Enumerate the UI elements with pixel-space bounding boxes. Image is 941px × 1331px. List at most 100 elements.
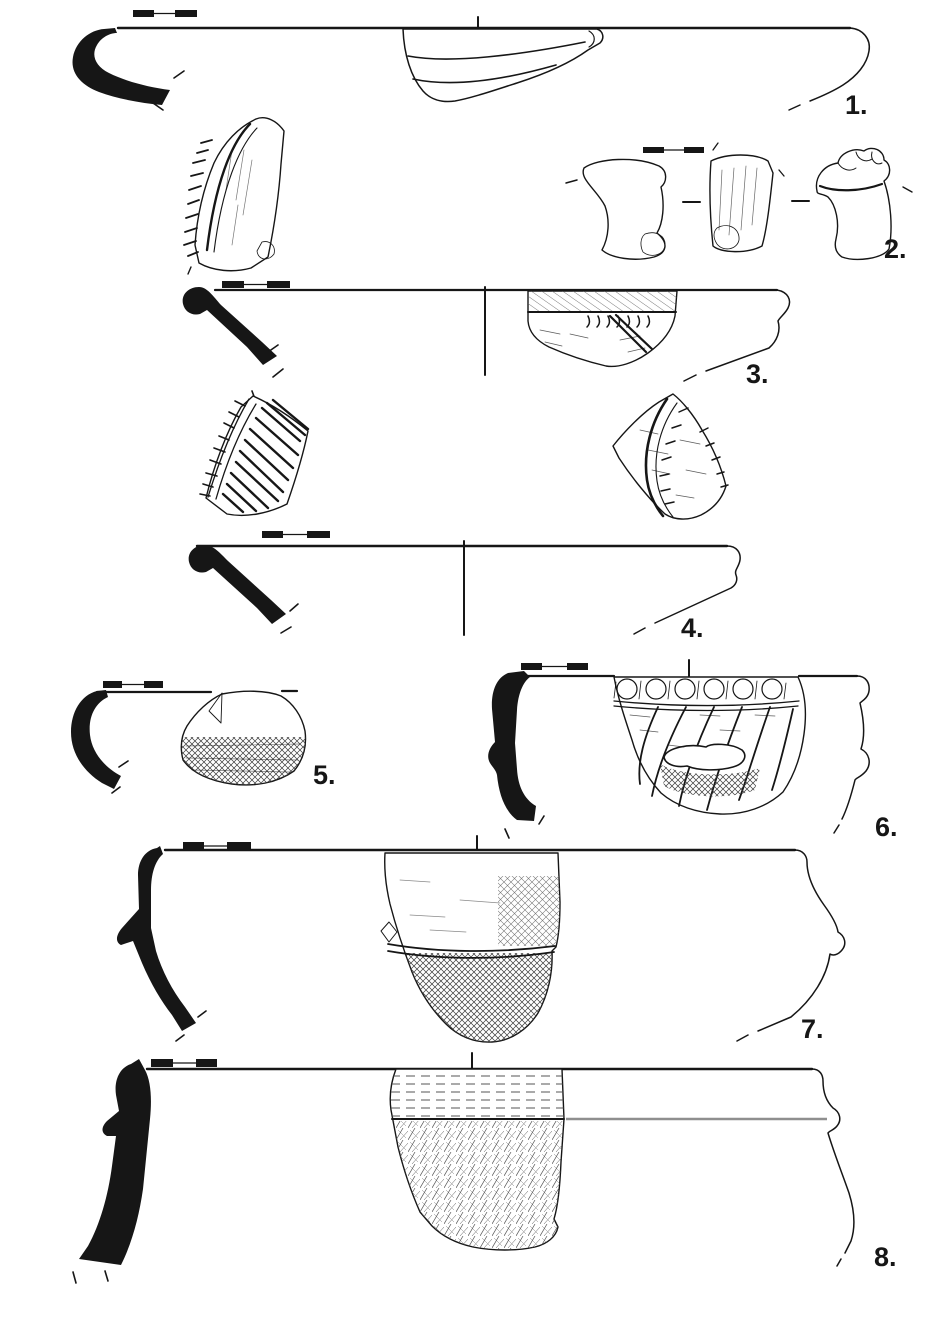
upper-hatch-patch — [498, 876, 560, 946]
finger-impression — [674, 678, 696, 700]
body-sherd-left — [199, 395, 310, 517]
find-2: 2. — [183, 117, 913, 275]
impression-texture — [613, 680, 787, 700]
scale-bar-segment — [684, 147, 704, 153]
body-sherd-right-band-inner — [655, 402, 678, 518]
find-4: 4. — [188, 531, 741, 643]
find-1-profile-dashes — [152, 70, 185, 111]
rim-band-hatch — [528, 291, 677, 312]
find-2-scale-bar — [643, 147, 704, 153]
find-1-rim-tip — [588, 30, 595, 48]
find-5: 5. — [71, 681, 336, 794]
find-8-rim-contour — [811, 1068, 855, 1267]
scale-bar-segment — [643, 147, 664, 153]
find-6-applied-lug — [663, 743, 746, 771]
find-5-band-lines — [185, 743, 301, 773]
scale-bar-segment — [183, 842, 204, 850]
scale-bar-segment — [222, 281, 244, 288]
find-7-rim-contour — [736, 849, 846, 1042]
find-1: 1. — [72, 10, 871, 120]
fragment-side-dark-patch — [713, 225, 740, 250]
ribbed-sherd-outline — [194, 117, 285, 272]
find-2-ribbed-sherd — [183, 117, 285, 275]
fragment-side-outline — [709, 154, 774, 253]
find-7-carination-lines — [387, 943, 556, 959]
find-3: 3. — [182, 281, 791, 400]
find-1-rim-contour — [788, 27, 871, 111]
fragment-side-texture — [718, 165, 758, 236]
finger-impression — [703, 678, 725, 700]
scale-bar-segment — [133, 10, 154, 17]
find-2-fragment-front — [565, 158, 667, 260]
find-5-handle-spur — [208, 692, 223, 724]
find-7-scale-bar — [183, 842, 251, 850]
find-1-section-profile — [72, 28, 170, 105]
ribbed-sherd-dark-patch — [256, 241, 275, 260]
finger-impression — [616, 678, 638, 700]
fragment-profile-outline — [815, 147, 892, 261]
find-5-rim-line — [95, 689, 299, 694]
fragment-front-dash — [565, 179, 578, 184]
find-1-sherd — [402, 28, 604, 103]
find-8-profile-dashes — [72, 1270, 109, 1284]
find-3-impressions — [586, 315, 651, 328]
find-7-profile-dashes — [175, 1010, 207, 1042]
find-6-rim-contour — [833, 675, 870, 834]
find-3-scale-bar — [222, 281, 290, 288]
body-sherd-right-band — [644, 397, 669, 518]
find-8-sherd-fills — [390, 1071, 564, 1249]
find-4-section-profile — [188, 545, 286, 624]
fragment-front-dark-patch — [640, 232, 666, 256]
ribbed-sherd-notches — [183, 139, 213, 257]
find-3-incised-lines — [608, 313, 654, 354]
find-6-surface-marks — [629, 714, 776, 748]
lower-crosshatch — [384, 953, 560, 1043]
find-1-sherd-grooves — [407, 41, 586, 84]
find-3-sherd-rim-band — [528, 291, 677, 312]
scale-bar-segment — [262, 531, 283, 538]
find-8-scale-bar — [151, 1059, 217, 1067]
find-1-label: 1. — [845, 90, 868, 120]
scale-bar-segment — [103, 681, 122, 688]
find-8: 8. — [72, 1052, 897, 1284]
scale-bar-segment — [151, 1059, 173, 1067]
scale-bar-segment — [307, 531, 330, 538]
scale-bar-segment — [196, 1059, 217, 1067]
find-4-label: 4. — [681, 613, 704, 643]
find-6-finger-impressions — [613, 678, 787, 700]
find-6-lug-shadow — [660, 764, 760, 797]
find-7-side-knob — [380, 921, 398, 943]
find-7-label: 7. — [801, 1014, 824, 1044]
scale-bar-segment — [567, 663, 588, 670]
find-1-scale-bar — [133, 10, 197, 17]
find-7: 7. — [116, 835, 846, 1044]
decorated-body-sherds — [199, 393, 729, 520]
scale-bar-segment — [144, 681, 163, 688]
body-sherd-right — [612, 393, 729, 520]
find-6-label: 6. — [875, 812, 898, 842]
find-3-label: 3. — [746, 359, 769, 389]
ribbed-sherd-texture — [225, 149, 253, 246]
lower-brushed-texture — [390, 1121, 564, 1249]
find-4-scale-bar — [262, 531, 330, 538]
find-6-section-profile — [488, 671, 536, 821]
body-sherd-right-notches — [659, 407, 729, 505]
find-5-scale-bar — [103, 681, 163, 688]
scale-bar-segment — [521, 663, 542, 670]
body-sherd-right-outline — [612, 393, 727, 520]
find-8-section-profile — [79, 1059, 151, 1265]
find-8-label: 8. — [874, 1242, 897, 1272]
body-sherd-left-channels — [221, 398, 310, 514]
body-sherd-right-texture — [639, 429, 707, 499]
find-3-rim-contour — [683, 289, 791, 382]
find-3-section-profile — [182, 287, 277, 365]
find-2-fragment-side — [709, 142, 785, 253]
scale-bar-segment — [267, 281, 290, 288]
find-2-fragment-profile — [815, 147, 913, 261]
fragment-profile-neck-line — [818, 182, 884, 192]
find-6-scale-bar — [521, 663, 588, 670]
find-4-rim-contour — [633, 545, 741, 635]
scale-bar-segment — [175, 10, 197, 17]
find-7-section-profile — [116, 846, 196, 1031]
